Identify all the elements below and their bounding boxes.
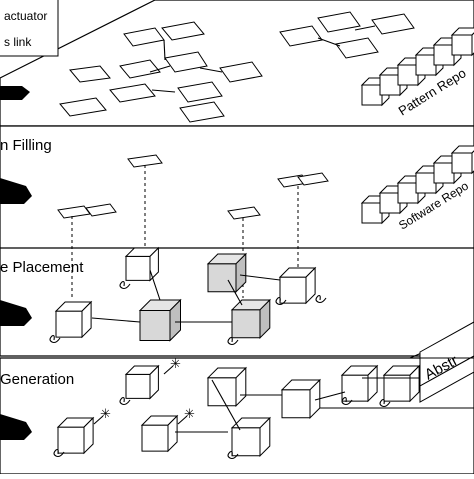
legend-item-actuator: actuator <box>4 9 47 23</box>
sensor-wire-icon <box>119 280 131 290</box>
cube-node <box>382 364 421 403</box>
sensor-wire-icon <box>227 450 239 460</box>
cube-node <box>140 414 179 453</box>
cube-node <box>340 364 379 403</box>
layer-arrows <box>0 86 32 440</box>
cube-node <box>138 298 182 342</box>
cube-node <box>206 366 248 408</box>
cube-node <box>230 298 272 340</box>
filling-layer-label: n Filling <box>0 137 52 154</box>
cube-node <box>124 364 160 400</box>
filling-boxes <box>57 154 329 220</box>
arrow-icon <box>0 414 32 440</box>
sensor-wire-icon <box>341 396 353 406</box>
pattern-boxes <box>59 11 415 123</box>
cube-node <box>230 416 272 458</box>
arrow-icon <box>0 86 30 100</box>
repository-cube <box>450 27 474 57</box>
cube-node <box>278 266 317 305</box>
sensor-wire-icon <box>315 294 327 304</box>
sensor-wire-icon <box>53 448 65 458</box>
sensor-wire-icon <box>275 296 287 306</box>
software-repository-stack <box>360 145 474 225</box>
cube-node <box>124 246 160 282</box>
sensor-wire-icon <box>379 398 391 408</box>
arrow-icon <box>0 178 32 204</box>
abstraction-banner: Abstr <box>419 321 474 403</box>
placement-nodes <box>49 246 327 346</box>
actuator-icon: ✳ <box>184 406 195 421</box>
repository-cube <box>450 145 474 175</box>
placement-links <box>91 269 281 323</box>
cube-node <box>280 378 322 420</box>
actuator-icon: ✳ <box>170 356 181 371</box>
sensor-wire-icon <box>227 336 239 346</box>
cube-node <box>56 416 95 455</box>
actuator-icon: ✳ <box>100 406 111 421</box>
generation-layer-label: Generation <box>0 371 74 388</box>
legend-item-link: s link <box>4 35 32 49</box>
pattern-repository-stack <box>360 27 474 107</box>
cube-node <box>54 300 93 339</box>
legend-box: actuator s link <box>0 0 59 57</box>
arrow-icon <box>0 300 32 326</box>
generation-links <box>175 377 474 433</box>
generation-nodes: ✳ ✳ ✳ <box>53 356 421 460</box>
sensor-wire-icon <box>49 334 61 344</box>
sensor-wire-icon <box>119 396 131 406</box>
placement-layer-label: e Placement <box>0 259 84 276</box>
cube-node <box>206 252 248 294</box>
